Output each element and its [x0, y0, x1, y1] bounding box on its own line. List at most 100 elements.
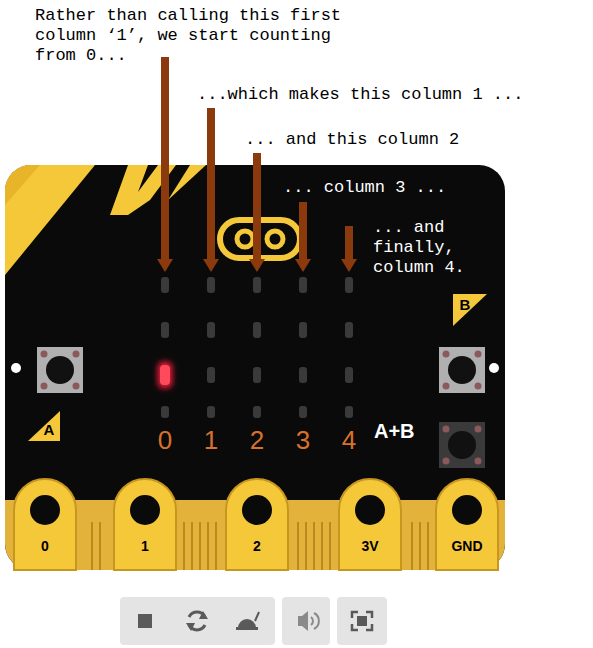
button-ab-part	[443, 426, 450, 433]
edge-teeth-part	[419, 522, 421, 570]
simulator-toolbar-part	[282, 597, 330, 645]
pin-holes-part	[242, 495, 272, 525]
edge-teeth-part	[321, 522, 323, 570]
pin-pads-part	[114, 479, 176, 570]
simulator-toolbar-part	[255, 612, 259, 621]
simulator-toolbar-part	[120, 597, 275, 645]
simulator-toolbar-part	[337, 597, 387, 645]
pin-label: 0	[15, 537, 75, 555]
led-grid-part	[299, 277, 307, 293]
button-a-part	[41, 383, 48, 390]
simulator-toolbar	[120, 597, 387, 645]
pin-label: 1	[115, 537, 175, 555]
column-number: 4	[334, 426, 364, 454]
edge-teeth-part	[99, 522, 101, 570]
board-part-part	[5, 165, 95, 275]
button-a-part	[37, 347, 83, 393]
button-triangles	[28, 294, 487, 441]
button-triangles-part	[453, 294, 487, 326]
simulator-toolbar-part	[238, 619, 256, 628]
button-b-part	[475, 383, 482, 390]
edge-teeth-part	[427, 522, 429, 570]
column-number: 0	[150, 426, 180, 454]
edge-teeth-part	[91, 522, 93, 570]
button-triangles-part	[28, 411, 60, 441]
note-text: ... and this column 2	[245, 130, 459, 150]
pin-pads-part	[436, 479, 498, 570]
edge-teeth-part	[207, 522, 209, 570]
led-grid-part	[253, 277, 261, 293]
button-label: A+B	[374, 419, 415, 443]
pin-label: GND	[437, 537, 497, 555]
button-ab-part	[443, 458, 450, 465]
pin-holes-part	[130, 495, 160, 525]
callout-arrows-part	[161, 57, 169, 260]
button-ab-part	[439, 422, 485, 468]
pin-holes-part	[30, 495, 60, 525]
column-number: 3	[288, 426, 318, 454]
board-part-part	[5, 165, 40, 205]
simulator-toolbar-part	[298, 611, 308, 631]
logo-part	[237, 231, 253, 247]
simulator-toolbar-part	[311, 617, 313, 625]
led-grid-part	[299, 367, 307, 383]
side-dots-part	[11, 363, 21, 373]
callout-arrows-part	[295, 259, 311, 272]
callout-arrows-part	[253, 153, 261, 260]
note-text: Rather than calling this first column ‘1…	[35, 6, 365, 66]
led-grid-part	[253, 406, 261, 418]
led-grid-part	[207, 322, 215, 338]
edge-teeth-part	[199, 522, 201, 570]
side-dots-part	[489, 363, 499, 373]
button-b-part	[439, 347, 485, 393]
callout-arrows-part	[345, 226, 353, 260]
edge-teeth-part	[183, 522, 185, 570]
led-grid-part	[345, 322, 353, 338]
note-text: ... column 3 ...	[283, 178, 446, 198]
led-grid-part	[299, 406, 307, 418]
button-b-part	[443, 351, 450, 358]
button-b-part	[448, 356, 476, 384]
button-a	[37, 347, 83, 393]
note-text: ...which makes this column 1 ...	[197, 85, 523, 105]
pin-holes-part	[355, 495, 385, 525]
led-grid-part	[299, 322, 307, 338]
led-grid-part	[161, 322, 169, 338]
lit-led-part	[160, 365, 170, 385]
button-label: A	[40, 421, 58, 439]
simulator-toolbar-part	[186, 623, 195, 631]
callout-arrows-part	[203, 259, 219, 272]
button-ab	[439, 422, 485, 468]
callout-arrows-part	[157, 259, 173, 272]
button-b-part	[443, 383, 450, 390]
column-number: 2	[242, 426, 272, 454]
pin-holes	[30, 495, 482, 525]
logo-part	[267, 231, 283, 247]
simulator-toolbar-part	[314, 613, 319, 629]
edge-teeth-part	[329, 522, 331, 570]
led-grid-part	[161, 406, 169, 418]
edge-teeth-part	[305, 522, 307, 570]
edge-teeth-part	[411, 522, 413, 570]
led-grid-part	[161, 277, 169, 293]
led-grid	[161, 277, 353, 418]
callout-arrows-part	[299, 202, 307, 260]
button-a-part	[73, 383, 80, 390]
column-number: 1	[196, 426, 226, 454]
pin-pads-part	[339, 479, 401, 570]
callout-arrows-part	[341, 259, 357, 272]
note-text: ... and finally, column 4.	[373, 218, 473, 278]
led-grid-part	[207, 367, 215, 383]
pin-pads-part	[226, 479, 288, 570]
simulator-toolbar-part	[199, 611, 208, 619]
simulator-toolbar-part	[357, 616, 367, 626]
led-grid-part	[207, 277, 215, 293]
lit-led-part	[158, 362, 172, 388]
button-a-part	[46, 356, 74, 384]
button-a-part	[73, 351, 80, 358]
pin-holes-part	[452, 495, 482, 525]
led-grid-part	[207, 406, 215, 418]
simulator-toolbar-part	[352, 612, 372, 630]
edge-teeth-part	[297, 522, 299, 570]
